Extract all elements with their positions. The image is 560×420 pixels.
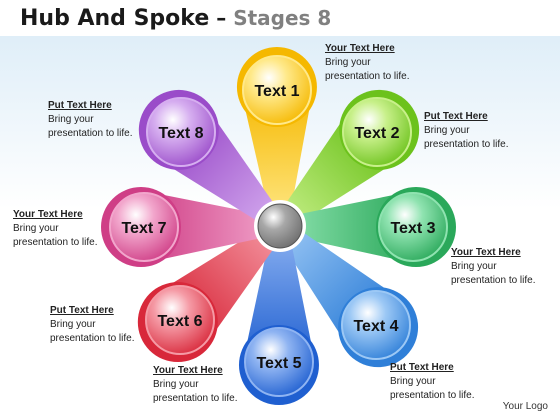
caption-stage-7: Your Text Here Bring your presentation t… — [13, 208, 98, 250]
caption-line: Bring your — [48, 114, 94, 125]
stage-2-spoke: Text 2 — [274, 89, 420, 232]
caption-stage-2: Put Text Here Bring your presentation to… — [424, 110, 509, 152]
caption-heading: Your Text Here — [153, 365, 223, 376]
title-subtitle: Stages 8 — [233, 6, 332, 30]
caption-stage-3: Your Text Here Bring your presentation t… — [451, 246, 536, 288]
caption-line: presentation to life. — [50, 333, 135, 344]
stage-6-spoke: Text 6 — [137, 220, 286, 363]
node-label: Text 1 — [254, 83, 299, 100]
spoke-cone — [279, 191, 414, 263]
node-disc — [244, 327, 314, 397]
caption-heading: Your Text Here — [13, 209, 83, 220]
caption-line: presentation to life. — [325, 71, 410, 82]
spoke-cone — [143, 191, 281, 263]
caption-stage-5: Your Text Here Bring your presentation t… — [153, 364, 238, 406]
caption-line: presentation to life. — [13, 237, 98, 248]
stage-7-spoke: Text 7 — [101, 187, 281, 268]
caption-heading: Put Text Here — [424, 111, 488, 122]
caption-line: Bring your — [424, 125, 470, 136]
caption-heading: Your Text Here — [325, 43, 395, 54]
caption-line: Bring your — [50, 319, 96, 330]
node-label: Text 3 — [390, 220, 435, 237]
node-disc — [242, 55, 312, 125]
caption-line: presentation to life. — [424, 139, 509, 150]
caption-line: Bring your — [451, 261, 497, 272]
caption-line: presentation to life. — [48, 128, 133, 139]
node-label: Text 8 — [158, 125, 203, 142]
node-label: Text 6 — [157, 313, 202, 330]
caption-line: Bring your — [13, 223, 59, 234]
caption-stage-4: Put Text Here Bring your presentation to… — [390, 361, 475, 403]
footer-logo-text: Your Logo — [502, 401, 548, 412]
caption-heading: Put Text Here — [50, 305, 114, 316]
caption-line: Bring your — [153, 379, 199, 390]
spoke-cone — [243, 225, 315, 363]
node-label: Text 2 — [354, 125, 399, 142]
node-disc — [145, 285, 215, 355]
node-label: Text 4 — [353, 318, 398, 335]
node-disc — [342, 97, 412, 167]
node-disc — [109, 192, 179, 262]
title-dash: – — [209, 6, 234, 30]
caption-line: Bring your — [325, 57, 371, 68]
node-disc — [378, 192, 448, 262]
caption-heading: Your Text Here — [451, 247, 521, 258]
node-label: Text 5 — [256, 355, 301, 372]
stage-3-spoke: Text 3 — [279, 187, 456, 268]
stage-4-spoke: Text 4 — [274, 220, 419, 368]
caption-heading: Put Text Here — [390, 362, 454, 373]
caption-line: Bring your — [390, 376, 436, 387]
stage-1-spoke: Text 1 — [236, 47, 317, 227]
page-title: Hub And Spoke – Stages 8 — [20, 6, 331, 31]
spoke-cone — [241, 89, 313, 227]
node-label: Text 7 — [121, 220, 166, 237]
caption-stage-1: Your Text Here Bring your presentation t… — [325, 42, 410, 84]
node-disc — [341, 290, 411, 360]
stage-8-spoke: Text 8 — [138, 89, 286, 232]
caption-line: presentation to life. — [451, 275, 536, 286]
caption-stage-8: Put Text Here Bring your presentation to… — [48, 99, 133, 141]
title-main: Hub And Spoke — [20, 6, 210, 31]
caption-heading: Put Text Here — [48, 100, 112, 111]
hub-center — [257, 203, 303, 249]
caption-stage-6: Put Text Here Bring your presentation to… — [50, 304, 135, 346]
caption-line: presentation to life. — [153, 393, 238, 404]
node-disc — [146, 97, 216, 167]
caption-line: presentation to life. — [390, 390, 475, 401]
stage-5-spoke: Text 5 — [238, 225, 319, 405]
